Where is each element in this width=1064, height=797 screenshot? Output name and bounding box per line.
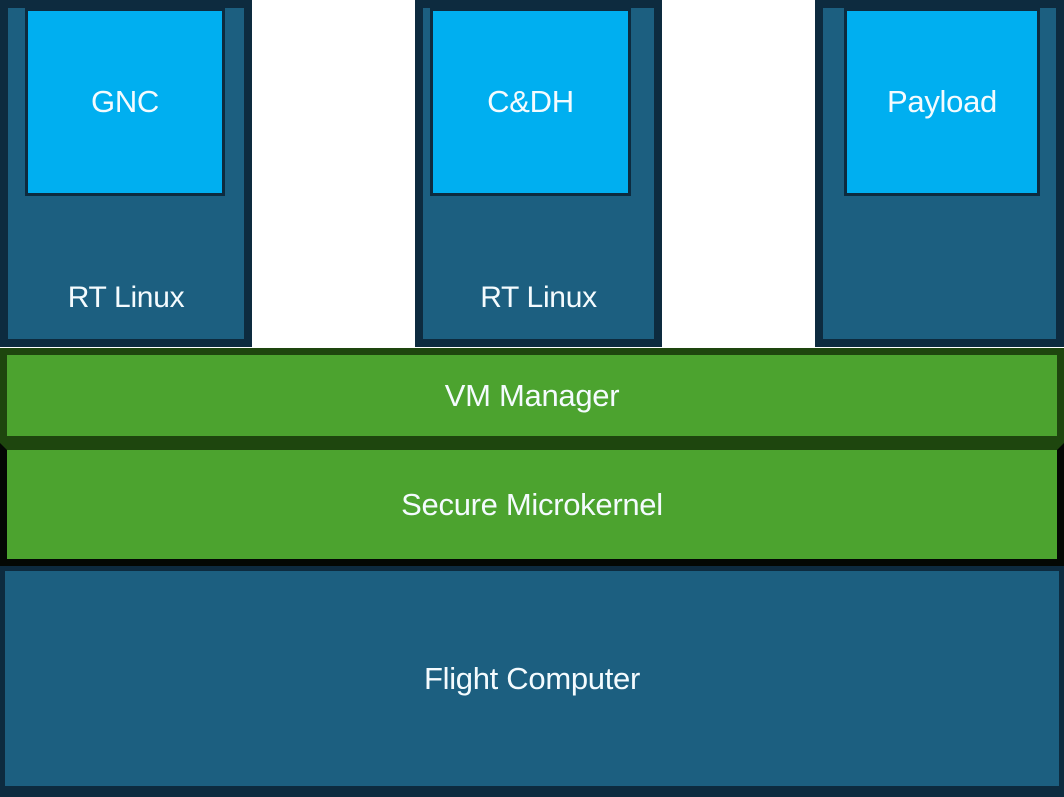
os-label-gnc: RT Linux — [67, 281, 185, 314]
secure-microkernel-label: Secure Microkernel — [401, 486, 663, 522]
app-box-gnc: GNC — [25, 8, 225, 196]
app-box-cdh: C&DH — [430, 8, 631, 196]
vm-column-gnc: GNC RT Linux — [0, 0, 252, 347]
app-label-payload: Payload — [887, 84, 997, 119]
os-label-cdh: RT Linux — [480, 281, 597, 314]
flight-computer-label: Flight Computer — [423, 660, 641, 696]
layer-secure-microkernel: Secure Microkernel — [0, 443, 1064, 566]
flight-computer-block: Flight Computer — [0, 566, 1064, 797]
app-label-cdh: C&DH — [487, 84, 574, 119]
vm-manager-label: VM Manager — [444, 377, 620, 413]
app-box-payload: Payload — [844, 8, 1040, 196]
vm-column-cdh: C&DH RT Linux — [415, 0, 662, 347]
vm-column-payload: Payload — [815, 0, 1064, 347]
layer-vm-manager: VM Manager — [0, 348, 1064, 443]
app-label-gnc: GNC — [91, 84, 159, 119]
